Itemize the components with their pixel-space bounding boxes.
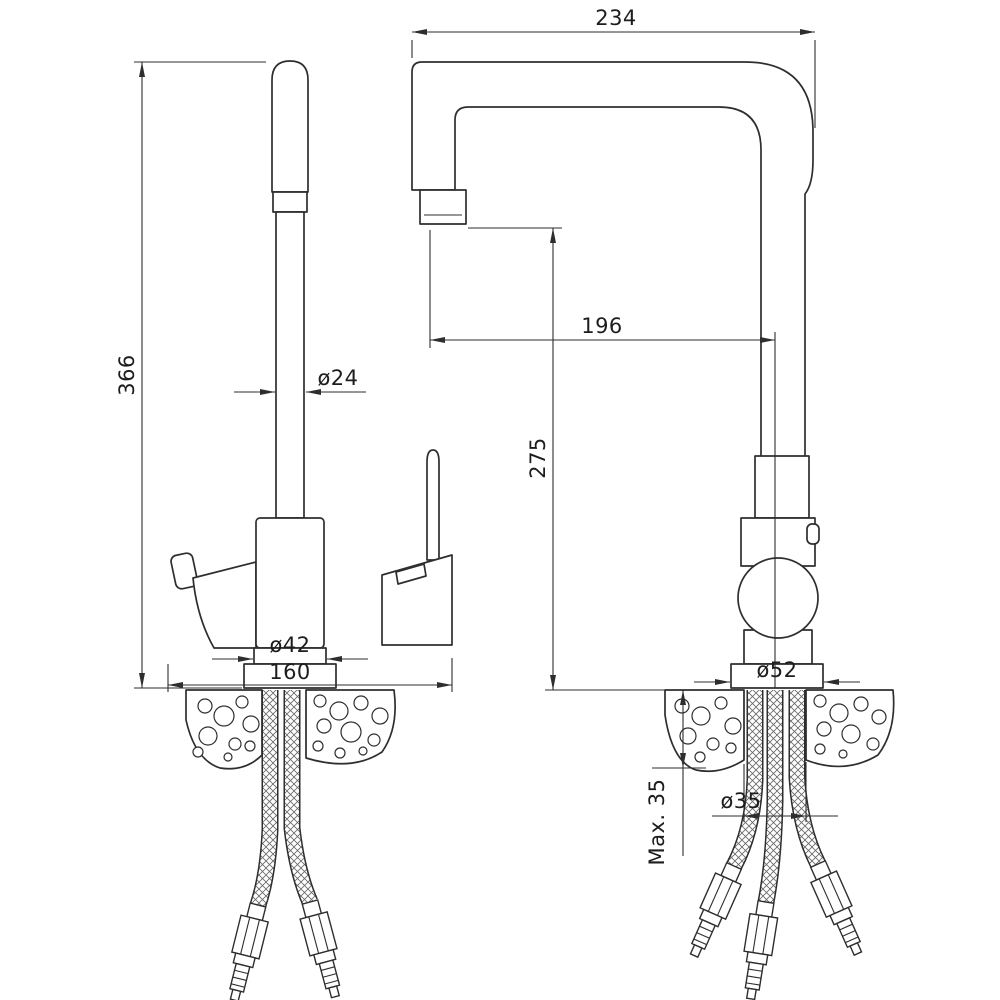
front-hoses bbox=[220, 690, 350, 1000]
dim-body-diameter-label: ø42 bbox=[269, 633, 310, 657]
front-countertop bbox=[185, 689, 396, 770]
dim-spout-diameter-label: ø24 bbox=[317, 366, 358, 390]
front-spout bbox=[271, 60, 309, 519]
side-spout bbox=[411, 61, 814, 519]
spout-upper bbox=[271, 60, 309, 193]
spout-tube bbox=[275, 211, 305, 519]
filter-handle-knob bbox=[170, 552, 199, 590]
side-hoses bbox=[680, 690, 872, 1000]
front-body bbox=[170, 449, 453, 689]
hose-fitting bbox=[680, 859, 748, 962]
spout-sleeve bbox=[754, 455, 810, 519]
body-button bbox=[806, 523, 820, 545]
dim-o42: ø42 bbox=[212, 633, 368, 662]
body-block bbox=[255, 517, 325, 649]
dim-spout-reach-label: 196 bbox=[581, 314, 623, 338]
hose-braid bbox=[251, 690, 277, 908]
hose-fitting bbox=[804, 857, 872, 960]
hose-fitting bbox=[295, 897, 350, 1000]
dim-overall-height-label: 366 bbox=[115, 354, 139, 396]
hose-braid bbox=[759, 690, 782, 904]
dim-366: 366 bbox=[115, 61, 266, 689]
dim-max35: Max. 35 bbox=[645, 689, 706, 866]
dim-234: 234 bbox=[411, 6, 816, 128]
dim-overall-depth-label: 160 bbox=[269, 660, 311, 684]
mixer-handle-rod bbox=[426, 449, 440, 561]
dim-160: 160 bbox=[167, 658, 453, 692]
dim-spout-height-label: 275 bbox=[526, 437, 550, 479]
dim-hole-diameter-label: ø35 bbox=[720, 789, 761, 813]
dim-max-thickness-label: Max. 35 bbox=[645, 779, 669, 866]
hose-braid bbox=[727, 690, 762, 870]
filter-handle-lever bbox=[192, 561, 257, 649]
side-view: 234 196 275 ø52 bbox=[411, 6, 895, 1000]
dim-overall-width-label: 234 bbox=[595, 6, 637, 30]
stone-texture bbox=[192, 694, 389, 762]
side-dimensions: 234 196 275 ø52 bbox=[411, 6, 860, 866]
dim-o52: ø52 bbox=[694, 658, 860, 685]
hose-fitting bbox=[220, 900, 273, 1000]
hose-braid bbox=[285, 690, 317, 905]
dim-196: 196 bbox=[429, 230, 776, 688]
body-sphere bbox=[737, 557, 819, 639]
dim-base-diameter-label: ø52 bbox=[756, 658, 797, 682]
side-body bbox=[730, 517, 824, 689]
dim-o24: ø24 bbox=[234, 366, 366, 395]
handle-base-detail bbox=[395, 563, 427, 585]
base-flange bbox=[730, 663, 824, 689]
front-dimensions: 366 ø24 ø42 160 bbox=[115, 61, 453, 692]
dim-275: 275 bbox=[468, 227, 663, 691]
hose-braid bbox=[790, 690, 825, 868]
dim-o35: ø35 bbox=[712, 762, 838, 822]
hose-fitting bbox=[736, 899, 781, 1000]
spout-joint-ring bbox=[272, 191, 308, 213]
aerator bbox=[419, 189, 467, 225]
front-view: 366 ø24 ø42 160 bbox=[115, 60, 453, 1000]
spout-arc bbox=[411, 61, 814, 519]
